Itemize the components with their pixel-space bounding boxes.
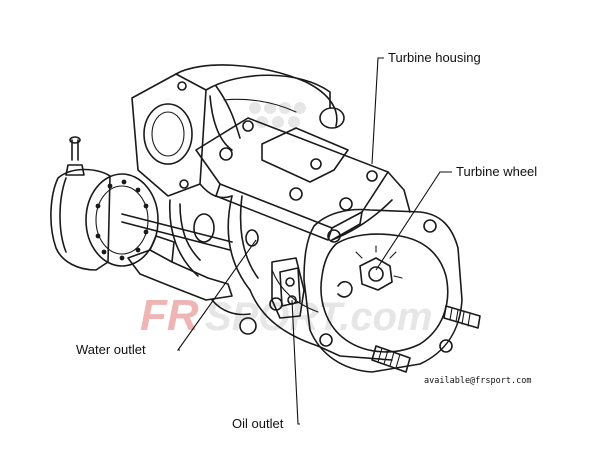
credit-email: available@frsport.com [424,376,531,386]
label-water-outlet: Water outlet [76,342,146,357]
leader-water-outlet [176,239,257,351]
compressor-outlet-flange [131,73,331,199]
flange-studs [371,305,481,373]
label-turbine-wheel: Turbine wheel [456,164,537,179]
label-turbine-housing: Turbine housing [388,50,481,65]
leader-turbine-housing [371,57,384,165]
turbocharger-drawing [50,64,481,373]
turbine-inlet-flange [195,117,389,241]
watermark-logo-red: FR [140,291,199,340]
leader-lines [176,57,452,425]
wastegate-actuator [50,136,233,271]
oil-outlet-bracket [271,257,305,319]
turbine-outlet-flange [303,208,463,373]
leader-turbine-wheel [375,171,452,271]
leader-oil-outlet [291,299,300,425]
label-oil-outlet: Oil outlet [232,416,284,431]
turbine-housing-body [227,171,411,361]
compressor-housing [168,64,345,277]
watermark-logo-gray: SPORT.com [205,295,432,339]
